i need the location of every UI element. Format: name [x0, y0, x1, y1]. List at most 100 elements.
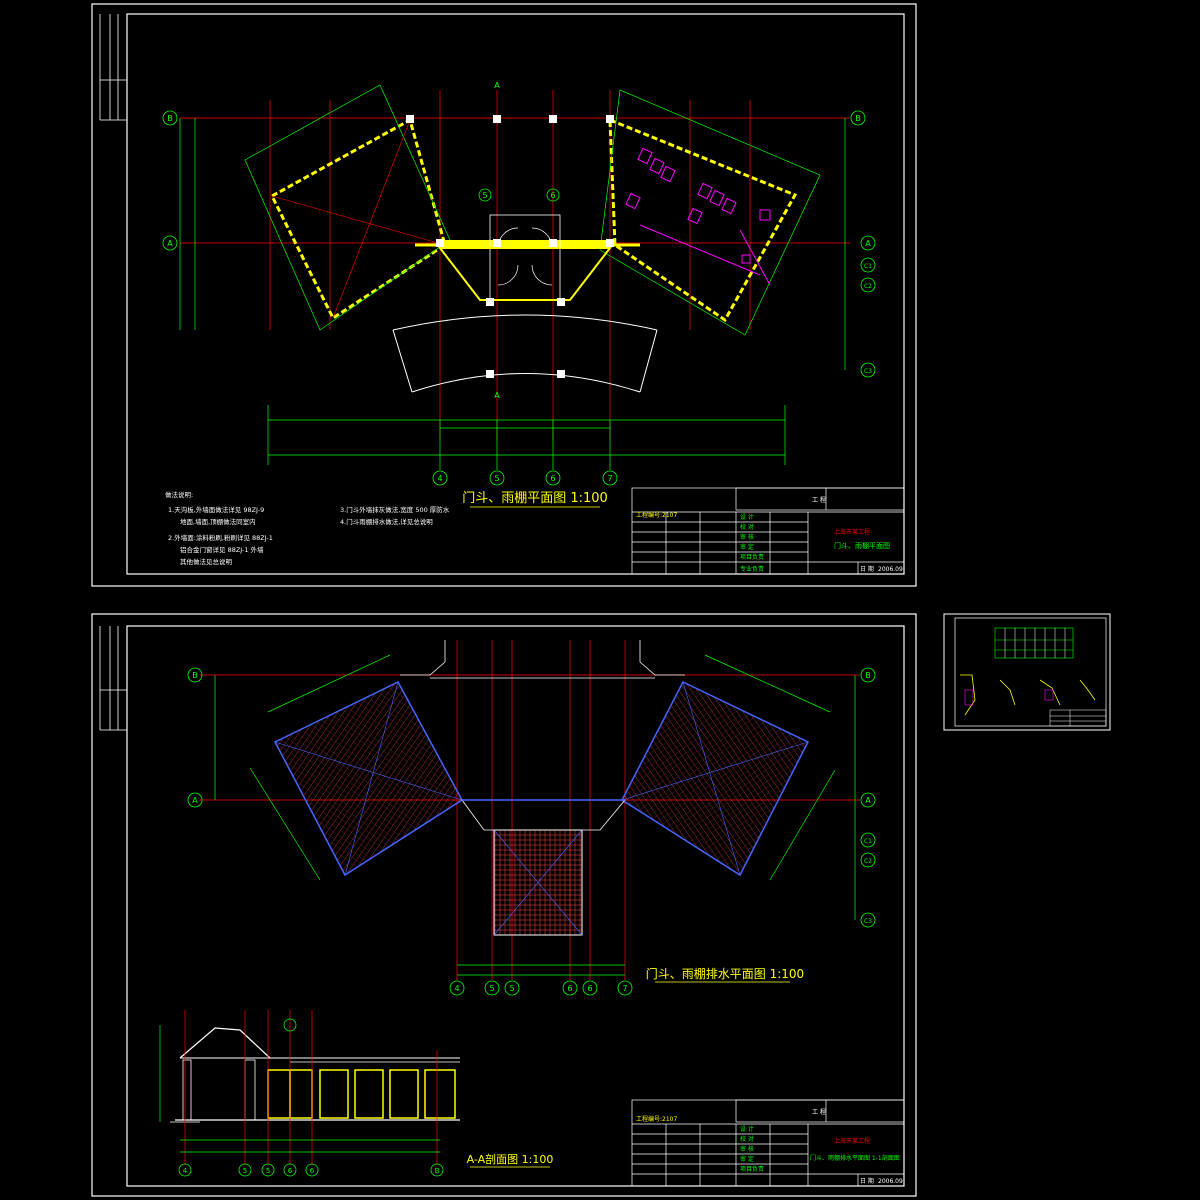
sheet1-vestibule: [406, 115, 640, 378]
tb1-row-4: 审 定: [740, 543, 754, 551]
axis-label-top-6: 6: [550, 191, 555, 200]
s2-axis-5b: 5: [509, 984, 514, 993]
sheet2-left-roof: [273, 681, 463, 877]
vestibule-wall: [440, 240, 610, 248]
sheet1-outer-frame: [91, 3, 917, 587]
sheet2-parapet: [400, 640, 685, 679]
tb1-date: 2006.09: [878, 566, 903, 573]
tb1-row-1: 设 计: [740, 513, 754, 521]
axis-label-right-A: A: [865, 239, 871, 248]
tb2-row-2: 校 对: [740, 1135, 754, 1143]
tb1-label: 工 程: [812, 496, 826, 504]
note-2: 2.外墙面:涂料粉刷,粉刷详见 88ZJ-1: [168, 533, 273, 542]
note-3: 3.门斗外墙抹灰做法,宽度 500 厚防水: [340, 505, 450, 514]
sheet3-outer-frame: [943, 613, 1111, 731]
note-4: 4.门斗雨棚排水做法,详见总说明: [340, 517, 433, 526]
sec-axis-3: 5: [266, 1167, 270, 1175]
section-mark-top: A: [494, 81, 500, 90]
tb2-project: 上海市某工程: [834, 1137, 870, 1145]
axis-label-4: 4: [437, 474, 442, 483]
tb2-drawing: 门斗、雨棚排水平面图 1-1剖面图: [810, 1154, 900, 1162]
tb1-stamp: 工程编号:2107: [636, 511, 677, 519]
sec-axis-2: 5: [243, 1167, 247, 1175]
sheet2-right-roof: [621, 681, 810, 877]
s2-axis-6a: 6: [567, 984, 572, 993]
note-2b: 铝合金门窗详见 88ZJ-1 外墙: [180, 545, 264, 554]
axis-label-5: 5: [494, 474, 499, 483]
sheet-2: 4 5 5 6 6 7 B A B A C1 C2 C3 门斗、雨棚排水平面图 …: [91, 613, 917, 1197]
sheet3-inner-frame: [954, 617, 1107, 727]
axis-label-left-A: A: [167, 239, 173, 248]
axis-label-left-B: B: [167, 114, 173, 123]
tb2-row-3: 审 核: [740, 1145, 754, 1153]
note-1b: 地面,墙面,顶棚做法同室内: [180, 517, 256, 526]
s2-axis-5a: 5: [489, 984, 494, 993]
sheet2-axis-bubbles: [187, 667, 876, 996]
sec-axis-1: 4: [183, 1167, 188, 1175]
tb2-date: 2006.09: [878, 1178, 903, 1185]
axis-label-7: 7: [607, 474, 612, 483]
sheet1-canopy: [392, 314, 658, 393]
sheet1-axis-bubbles: [162, 110, 876, 486]
notes-header: 做法说明:: [165, 490, 193, 499]
sec-axis-4: 6: [288, 1167, 293, 1175]
s2-axis-right-B: B: [865, 671, 871, 680]
sheet1-binding-strip: [99, 14, 127, 121]
section-mark-bottom: A: [494, 391, 500, 400]
sheet1-left-wing: [244, 84, 451, 331]
axis-label-right-C1: C1: [864, 263, 872, 270]
sheet2-outer-frame: [91, 613, 917, 1197]
vestibule-inner: [489, 214, 561, 301]
sheet1-title: 门斗、雨棚平面图 1:100: [462, 491, 608, 506]
tb1-project: 上海市某工程: [834, 528, 870, 536]
tb2-stamp: 工程编号:2107: [636, 1115, 677, 1123]
axis-label-6: 6: [550, 474, 555, 483]
s2-axis-4: 4: [454, 984, 459, 993]
s2-axis-6b: 6: [587, 984, 592, 993]
tb2-row-1: 设 计: [740, 1125, 754, 1133]
tb2-label: 工 程: [812, 1108, 826, 1116]
s2-axis-7: 7: [622, 984, 627, 993]
sheet2-center-roof: [461, 799, 626, 936]
left-wing-wall: [270, 117, 447, 321]
tb2-row-5: 项目负责: [740, 1165, 764, 1173]
tb1-row-5: 项目负责: [740, 553, 764, 561]
axis-label-right-C3: C3: [864, 368, 872, 375]
s2-axis-right-C3: C3: [864, 918, 872, 925]
note-1: 1.天沟板,外墙面做法详见 98ZJ-9: [168, 505, 264, 514]
sheet1-grid-lines: [180, 90, 850, 440]
tb1-date-label: 日 期: [860, 565, 874, 573]
sheet-1: 4 5 6 7 5 6 B A B A C1 C2 C3 A A 门斗、雨棚平面…: [91, 3, 917, 587]
sheet1-notes: 做法说明: 1.天沟板,外墙面做法详见 98ZJ-9 地面,墙面,顶棚做法同室内…: [165, 490, 450, 566]
tb1-row-2: 校 对: [740, 523, 754, 531]
s2-axis-right-C2: C2: [864, 858, 872, 865]
columns: [406, 115, 614, 378]
sheet2-binding-strip: [99, 626, 127, 731]
sheet2-inner-frame: [126, 625, 905, 1187]
tb2-date-label: 日 期: [860, 1177, 874, 1185]
sheet2-section-title: A-A剖面图 1:100: [467, 1152, 554, 1166]
sheet2-dimensions: [214, 654, 856, 976]
sec-axis-5: 6: [310, 1167, 315, 1175]
toilet-fixtures: [625, 147, 771, 286]
note-2c: 其他做法见总说明: [180, 557, 233, 566]
sheet1-titleblock: [631, 487, 905, 575]
axis-label-right-C2: C2: [864, 283, 872, 290]
sheet2-titleblock: [631, 1099, 905, 1187]
axis-label-right-B: B: [855, 114, 861, 123]
left-wing-dimension-frame: [244, 84, 451, 331]
sheet1-dimensions: [179, 118, 846, 470]
sheet-3: [943, 613, 1111, 731]
right-wing-dimension-frame: [599, 89, 821, 336]
sheet2-section: 4 5 5 6 6 B: [159, 1010, 460, 1177]
tb1-row-6: 专业负责: [740, 565, 764, 573]
tb1-row-3: 审 核: [740, 533, 754, 541]
s2-axis-left-B: B: [192, 671, 198, 680]
tb1-drawing: 门斗、雨棚平面图: [834, 541, 890, 550]
sheet2-plan-title: 门斗、雨棚排水平面图 1:100: [646, 966, 804, 981]
tb2-row-4: 审 定: [740, 1155, 754, 1163]
s2-axis-right-A: A: [865, 796, 871, 805]
sec-axis-6: B: [435, 1167, 440, 1175]
s2-axis-right-C1: C1: [864, 838, 872, 845]
